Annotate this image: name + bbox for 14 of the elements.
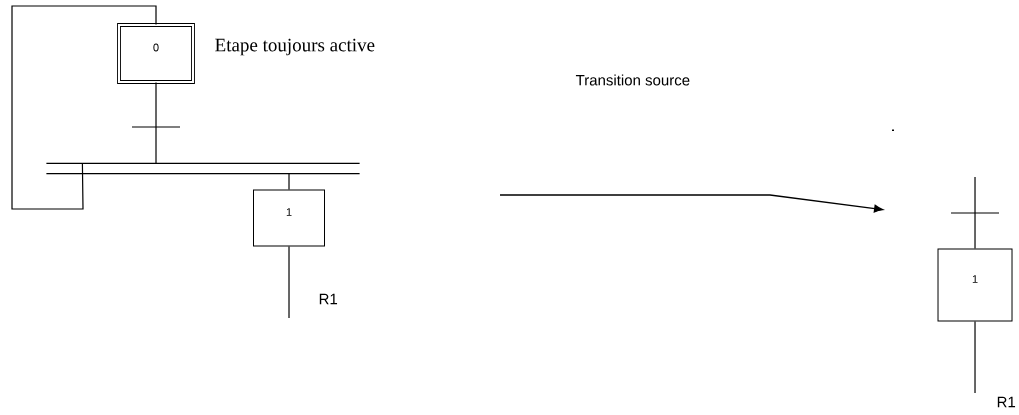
step-box: 1	[937, 248, 1013, 322]
label-text: R1	[997, 396, 1016, 408]
connector	[288, 245, 290, 319]
double-bar	[45, 162, 361, 175]
label-text: Transition source	[575, 74, 690, 86]
step-box: 1	[253, 189, 325, 247]
connector	[288, 173, 290, 191]
initial-step-box: 0	[117, 23, 195, 84]
label-text: R1	[319, 293, 338, 305]
connector	[974, 320, 976, 394]
connector	[11, 5, 157, 210]
connector	[974, 176, 976, 250]
connector	[155, 81, 157, 164]
note-text: Etape toujours active	[215, 38, 375, 56]
